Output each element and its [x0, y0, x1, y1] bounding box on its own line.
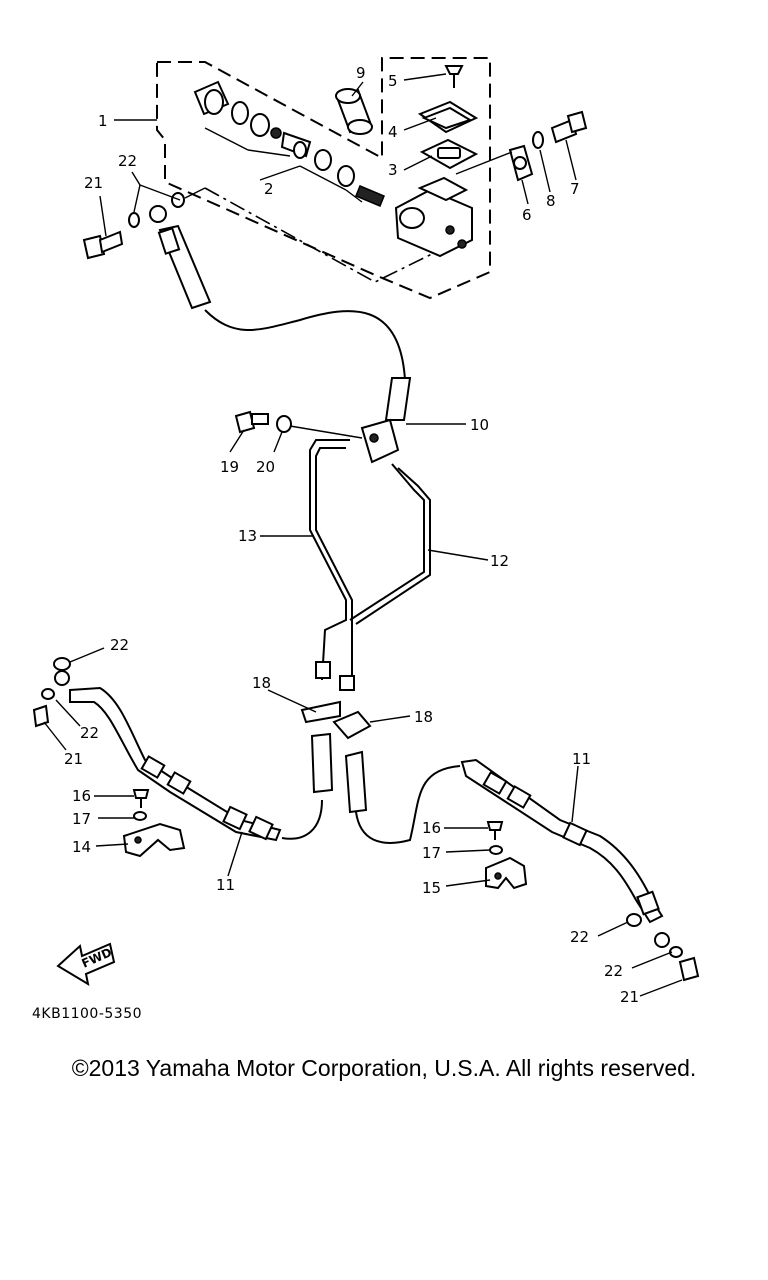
part-12-pipe: [349, 463, 425, 621]
right-hose-connection: [355, 765, 461, 844]
label-14: 14: [72, 838, 91, 856]
upper-washer-1: [128, 212, 140, 228]
washer-22-b: [41, 688, 55, 700]
part-16-bolt-left: [132, 789, 150, 808]
part-8-washer: [532, 131, 544, 149]
copyright-text: ©2013 Yamaha Motor Corporation, U.S.A. A…: [71, 1055, 697, 1081]
label-11-left: 11: [216, 876, 235, 894]
bolt-21-right: [678, 956, 700, 982]
part-3-diaphragm: [419, 138, 479, 170]
lower-connector-left: [310, 732, 334, 794]
label-21-top: 21: [84, 174, 103, 192]
upper-washer-2: [171, 192, 185, 208]
fwd-arrow-icon: FWD: [56, 942, 116, 987]
part-18-clip-left: [300, 700, 341, 724]
leader-lines: [43, 73, 683, 997]
washer-22-d: [669, 946, 683, 958]
label-17-left: 17: [72, 810, 91, 828]
label-13: 13: [238, 527, 257, 545]
lower-connector-right: [344, 750, 368, 814]
left-hose-connection: [281, 799, 323, 840]
piston-kit: [193, 80, 385, 207]
part-4-cap: [417, 100, 479, 134]
label-17-right: 17: [422, 844, 441, 862]
label-5: 5: [388, 72, 398, 90]
upper-brake-hose: [204, 309, 406, 381]
pipe-fitting-left: [315, 661, 331, 679]
label-22-left-a: 22: [110, 636, 129, 654]
label-15: 15: [422, 879, 441, 897]
label-22-right-b: 22: [604, 962, 623, 980]
label-4: 4: [388, 123, 398, 141]
label-12: 12: [490, 552, 509, 570]
assembly-boundary: [156, 57, 491, 300]
bolt-21-left: [32, 704, 50, 728]
part-9-boot: [335, 88, 373, 135]
part-15-bracket: [485, 856, 528, 890]
label-8: 8: [546, 192, 556, 210]
part-13-pipe: [309, 439, 350, 681]
part-17-washer-left: [133, 811, 147, 821]
callout-labels: 1 2 3 4 5 6 7 8 9 10 11 11 12 13 14 15 1…: [64, 64, 639, 1006]
label-6: 6: [522, 206, 532, 224]
label-16-right: 16: [422, 819, 441, 837]
label-22-left-b: 22: [80, 724, 99, 742]
label-7: 7: [570, 180, 580, 198]
part-12-pipe-b: [355, 467, 431, 625]
label-22-right-a: 22: [570, 928, 589, 946]
banjo-left: [54, 670, 70, 686]
part-17-washer-right: [489, 845, 503, 855]
part-16-bolt-right: [486, 821, 504, 840]
part-10-joint: [360, 377, 412, 464]
label-10: 10: [470, 416, 489, 434]
part-13-pipe-b: [315, 447, 353, 676]
upper-banjo-bolt: [82, 230, 124, 260]
label-3: 3: [388, 161, 398, 179]
part-11-right-hose: [460, 758, 664, 924]
part-14-bracket: [122, 822, 186, 858]
label-18-right: 18: [414, 708, 433, 726]
part-19-bolt: [234, 410, 269, 434]
label-2: 2: [264, 180, 274, 198]
label-2-lines: [204, 127, 363, 203]
part-6-holder: [508, 144, 534, 182]
part-18-clip-right: [332, 710, 372, 740]
brake-parts-diagram: FWD 1 2 3 4 5 6 7 8 9 10 11 11 12 13 14 …: [32, 57, 700, 1022]
label-16-left: 16: [72, 787, 91, 805]
label-22-top: 22: [118, 152, 137, 170]
label-21-right: 21: [620, 988, 639, 1006]
upper-hose-end: [149, 205, 212, 310]
master-cylinder-body: [394, 176, 473, 258]
label-21-left: 21: [64, 750, 83, 768]
part-7-bolt: [550, 110, 588, 144]
part-11-left-hose: [69, 686, 282, 842]
label-1: 1: [98, 112, 108, 130]
banjo-right: [654, 932, 670, 948]
label-20: 20: [256, 458, 275, 476]
part-code: 4KB1100-5350: [32, 1006, 142, 1022]
label-9: 9: [356, 64, 366, 82]
label-11-right: 11: [572, 750, 591, 768]
part-5-screw: [444, 65, 464, 88]
part-20-washer: [276, 415, 292, 433]
washer-22-a: [53, 657, 71, 671]
washer-22-c: [626, 913, 642, 927]
pipe-fitting-right: [339, 675, 355, 691]
label-18-left: 18: [252, 674, 271, 692]
label-19: 19: [220, 458, 239, 476]
